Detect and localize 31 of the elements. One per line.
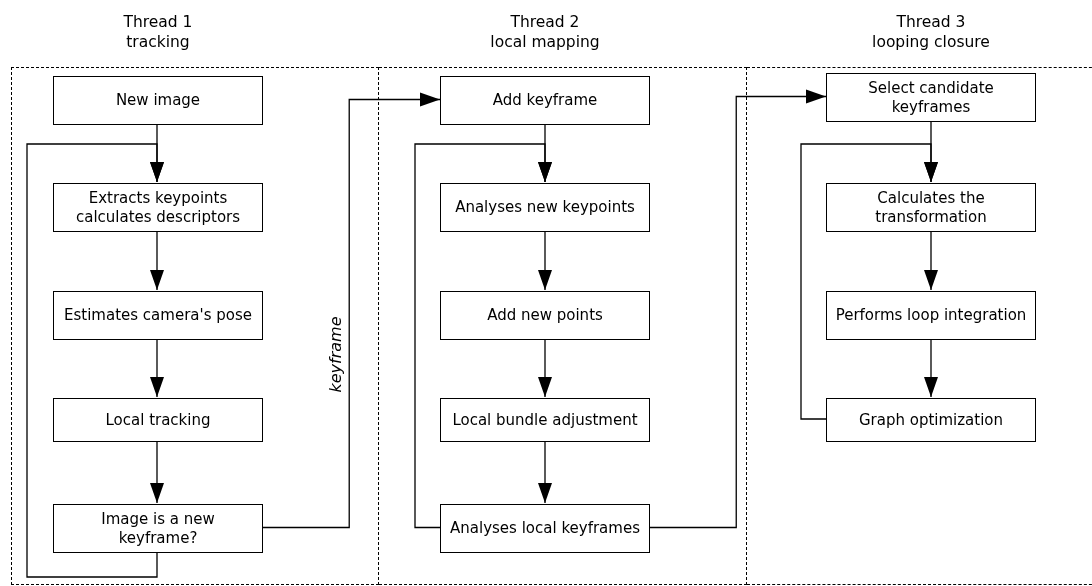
thread-heading: Thread 1 tracking	[122, 12, 194, 52]
process-box: Local bundle adjustment	[440, 398, 650, 442]
process-box: Analyses local keyframes	[440, 504, 650, 553]
arrow	[538, 230, 552, 291]
process-box: New image	[53, 76, 263, 125]
arrow	[414, 143, 552, 529]
process-box: Add keyframe	[440, 76, 650, 125]
process-box: Calculates the transformation	[826, 183, 1036, 232]
thread-heading: Thread 3 looping closure	[871, 12, 991, 52]
edge-label: keyframe	[325, 315, 345, 395]
arrow	[150, 338, 164, 398]
arrow	[649, 89, 827, 529]
process-box: Extracts keypoints calculates descriptors	[53, 183, 263, 232]
arrow	[538, 440, 552, 504]
arrow	[26, 143, 164, 578]
arrow	[924, 338, 938, 398]
process-box: Add new points	[440, 291, 650, 340]
arrow	[800, 143, 938, 420]
thread-heading: Thread 2 local mapping	[489, 12, 601, 52]
process-box: Estimates camera's pose	[53, 291, 263, 340]
arrow	[261, 92, 441, 529]
process-box: Performs loop integration	[826, 291, 1036, 340]
process-box: Graph optimization	[826, 398, 1036, 442]
process-box: Image is a new keyframe?	[53, 504, 263, 553]
arrow	[150, 440, 164, 504]
arrow	[150, 230, 164, 291]
arrow	[538, 338, 552, 398]
arrow	[924, 230, 938, 291]
process-box: Local tracking	[53, 398, 263, 442]
process-box: Analyses new keypoints	[440, 183, 650, 232]
process-box: Select candidate keyframes	[826, 73, 1036, 122]
